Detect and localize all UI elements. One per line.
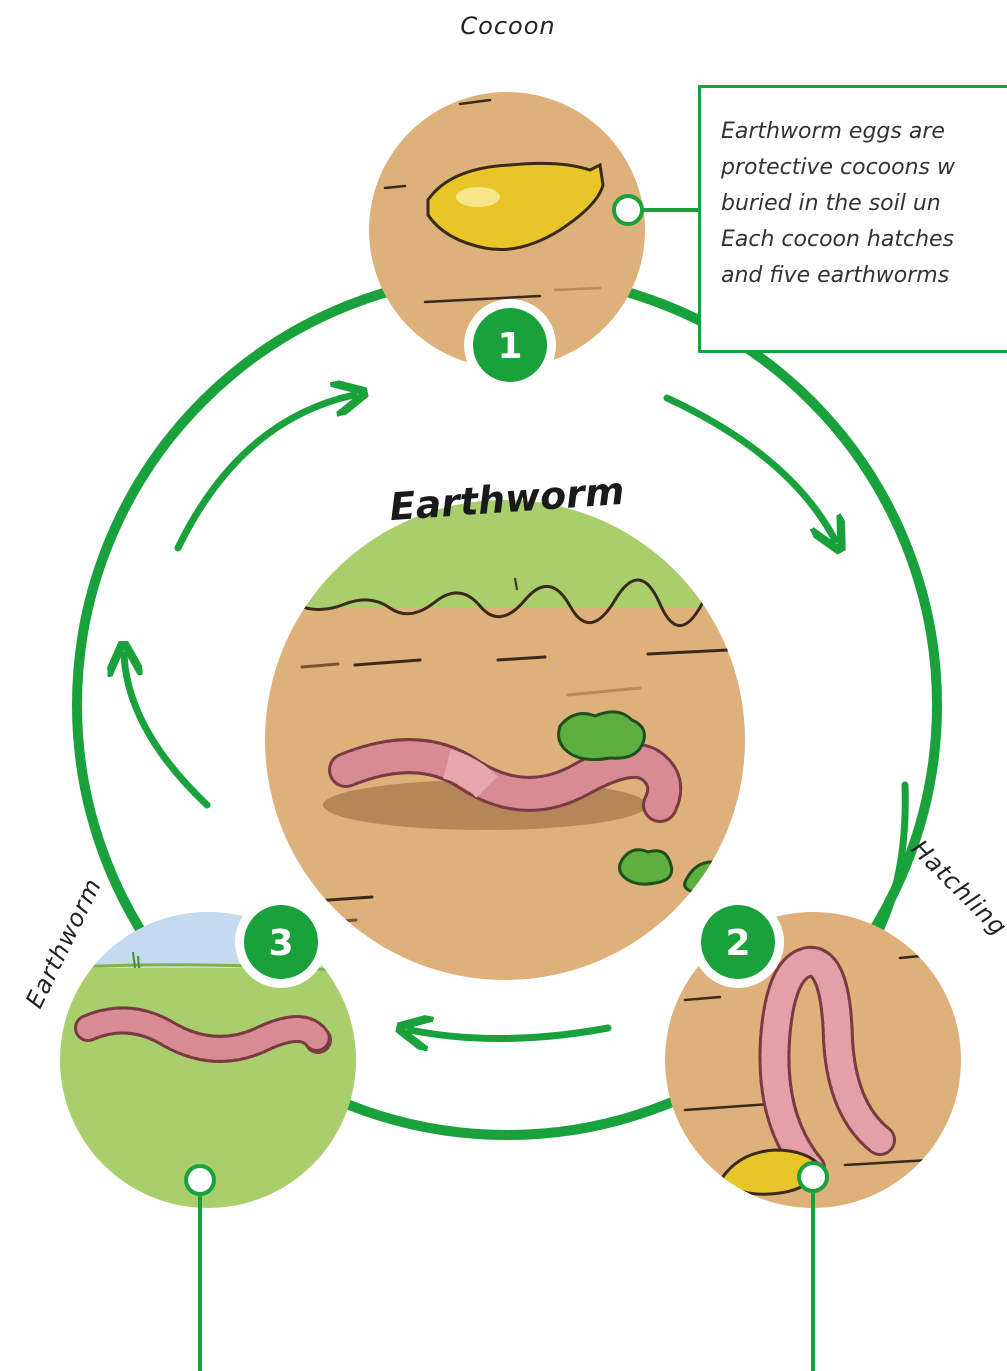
stage-2-number: 2 <box>725 923 750 964</box>
info-line: Each cocoon hatches <box>721 222 1007 258</box>
stage-3-number: 3 <box>268 923 293 964</box>
stage-1-cocoon: 1 Cocoon <box>360 12 698 391</box>
earthworm-pointer-dot <box>186 1166 214 1194</box>
stage-3-earthworm: 3 Earthworm <box>20 874 365 1371</box>
arrow-earthworm-to-cocoon <box>178 395 354 548</box>
cocoon-info-box: Earthworm eggs are protective cocoons w … <box>698 85 1007 353</box>
info-line: Earthworm eggs are <box>721 114 1007 150</box>
stage-2-label: Hatchling <box>906 834 1007 941</box>
stage-1-label: Cocoon <box>460 12 555 40</box>
info-line: and five earthworms <box>721 258 1007 294</box>
stage-1-number: 1 <box>497 326 522 367</box>
cocoon-pointer-dot <box>614 196 642 224</box>
stage-2-hatchling: 2 Hatchling <box>660 834 1007 1371</box>
info-line: buried in the soil un <box>721 186 1007 222</box>
arrow-hatchling-to-earthworm <box>410 1028 608 1039</box>
central-illustration: Earthworm <box>255 469 755 1000</box>
arrow-cocoon-to-hatchling <box>667 398 835 540</box>
info-line: protective cocoons w <box>721 150 1007 186</box>
arrow-earthworm-side <box>124 655 207 805</box>
hatchling-pointer-dot <box>799 1163 827 1191</box>
